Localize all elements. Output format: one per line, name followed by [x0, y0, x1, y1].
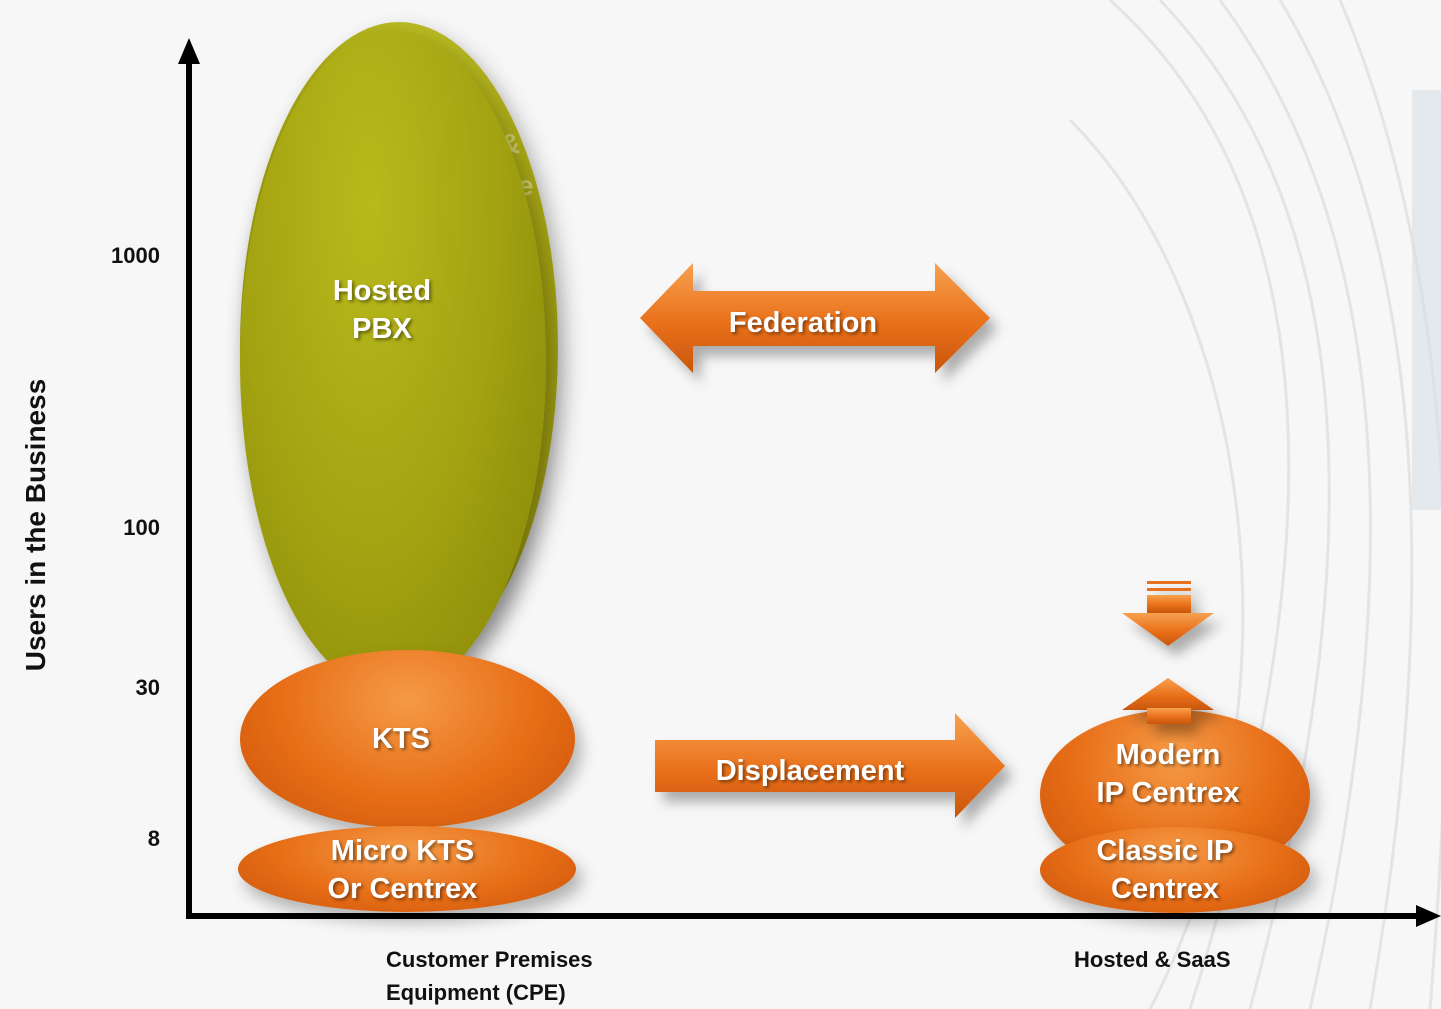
hosted-pbx-ellipse — [240, 30, 546, 693]
x-category-cpe: Customer Premises Equipment (CPE) — [386, 943, 593, 1009]
y-tick-1000: 1000 — [111, 243, 160, 268]
classic-ip-line2: Centrex — [1111, 873, 1219, 905]
classic-ip-centrex-ellipse — [1040, 827, 1310, 913]
kts-ellipse — [240, 650, 575, 828]
x-category-hosted-saas: Hosted & SaaS — [1074, 947, 1231, 972]
micro-kts-label: Micro KTS Or Centrex — [300, 832, 505, 908]
classic-ip-centrex-label: Classic IP Centrex — [1065, 832, 1265, 908]
federation-arrow — [640, 263, 990, 373]
y-axis-arrowhead — [178, 38, 200, 64]
displacement-arrow — [655, 713, 1005, 818]
micro-kts-line2: Or Centrex — [327, 873, 478, 905]
converge-down-arrow — [1122, 581, 1214, 646]
modern-ip-line1: Modern — [1115, 739, 1221, 771]
modern-ip-line2: IP Centrex — [1096, 777, 1240, 809]
y-tick-30: 30 — [135, 675, 160, 700]
displacement-label: Displacement — [715, 755, 905, 787]
converge-up-arrow — [1122, 678, 1214, 724]
x-category-cpe-line1: Customer Premises — [386, 947, 593, 972]
classic-ip-line1: Classic IP — [1096, 835, 1234, 867]
micro-kts-line1: Micro KTS — [330, 835, 475, 867]
federation-label: Federation — [728, 307, 878, 339]
y-tick-8: 8 — [147, 826, 160, 851]
modern-ip-centrex-label: Modern IP Centrex — [1068, 736, 1268, 812]
y-tick-100: 100 — [123, 515, 160, 540]
x-category-cpe-line2: Equipment (CPE) — [386, 980, 566, 1005]
hosted-pbx-line2: PBX — [352, 313, 412, 345]
kts-label: KTS — [372, 723, 430, 755]
x-axis-arrowhead — [1416, 905, 1441, 927]
micro-kts-ellipse — [238, 826, 576, 912]
hosted-pbx-label: Hosted PBX — [282, 272, 482, 348]
hosted-pbx-line1: Hosted — [332, 275, 432, 307]
